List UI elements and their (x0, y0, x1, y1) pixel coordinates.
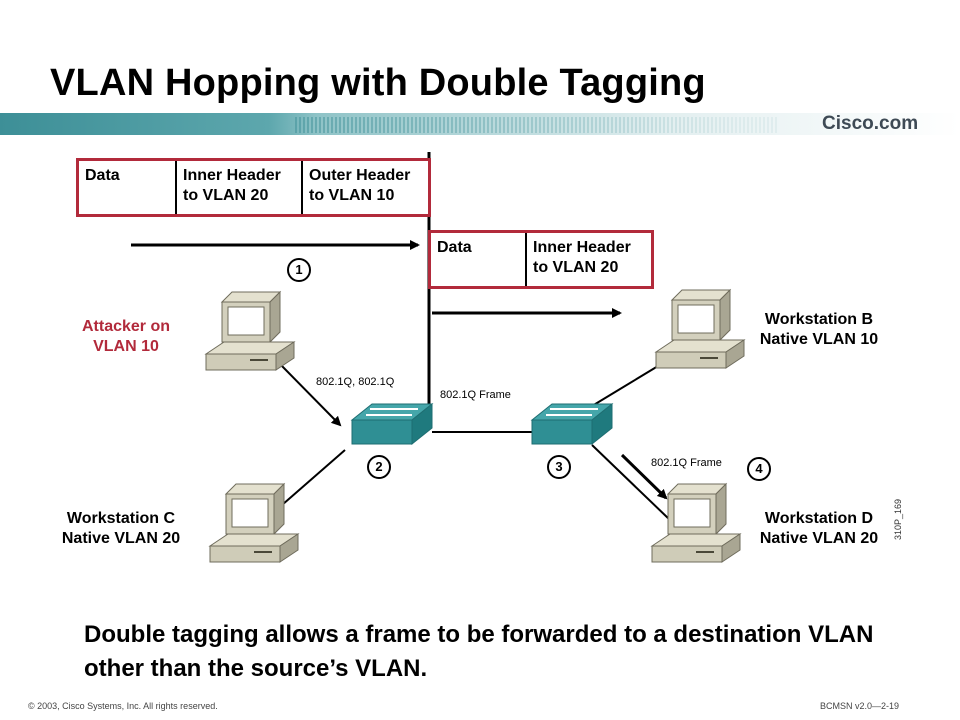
workstation-b-label-line1: Workstation B (764, 311, 874, 328)
cisco-logo: Cisco.com (822, 113, 919, 134)
link-label-attacker: 802.1Q, 802.1Q (316, 376, 395, 388)
summary-text: Double tagging allows a frame to be forw… (84, 621, 874, 682)
slide-title: VLAN Hopping with Double Tagging (50, 62, 706, 104)
step-4-badge: 4 (747, 457, 771, 481)
workstation-d-label-line1: Workstation D (764, 510, 874, 527)
frame-inner-header-cell: Inner Header to VLAN 20 (177, 161, 303, 214)
single-tagged-frame: Data Inner Header to VLAN 20 (428, 230, 654, 289)
attacker-label-line2: VLAN 10 (93, 338, 159, 355)
frame-data-cell: Data (431, 233, 527, 286)
header-bar (0, 113, 960, 135)
double-tagged-frame: Data Inner Header to VLAN 20 Outer Heade… (76, 158, 431, 217)
workstation-c-label-line1: Workstation C (66, 510, 176, 527)
link-switch-d (591, 444, 671, 521)
workstation-c-label-line2: Native VLAN 20 (61, 530, 181, 547)
workstation-b-label: Workstation B Native VLAN 10 (744, 310, 894, 350)
workstation-d-label-line2: Native VLAN 20 (759, 530, 879, 547)
attacker-label: Attacker on VLAN 10 (56, 317, 196, 357)
switch-2-icon (531, 403, 613, 445)
attacker-workstation-icon (205, 291, 295, 371)
workstation-b-icon (655, 289, 745, 369)
arrow-step4 (620, 453, 668, 500)
copyright-footer: © 2003, Cisco Systems, Inc. All rights r… (28, 701, 218, 711)
attacker-label-line1: Attacker on (81, 318, 171, 335)
workstation-b-label-line2: Native VLAN 10 (759, 331, 879, 348)
link-switch-b (591, 359, 669, 407)
link-label-switch-d: 802.1Q Frame (651, 457, 722, 469)
link-switch-c (281, 449, 346, 506)
workstation-c-label: Workstation C Native VLAN 20 (46, 509, 196, 549)
frame-data-cell: Data (79, 161, 177, 214)
link-label-trunk: 802.1Q Frame (440, 389, 511, 401)
workstation-d-label: Workstation D Native VLAN 20 (744, 509, 894, 549)
figure-id: 310P_169 (893, 498, 903, 540)
step-1-badge: 1 (287, 258, 311, 282)
step-3-badge: 3 (547, 455, 571, 479)
step-2-badge: 2 (367, 455, 391, 479)
course-footer: BCMSN v2.0—2-19 (820, 701, 900, 711)
frame-outer-header-cell: Outer Header to VLAN 10 (309, 167, 411, 204)
workstation-c-icon (209, 483, 299, 563)
link-attacker-switch (277, 361, 342, 427)
frame-inner-header-cell: Inner Header to VLAN 20 (533, 239, 631, 276)
switch-1-icon (351, 403, 433, 445)
